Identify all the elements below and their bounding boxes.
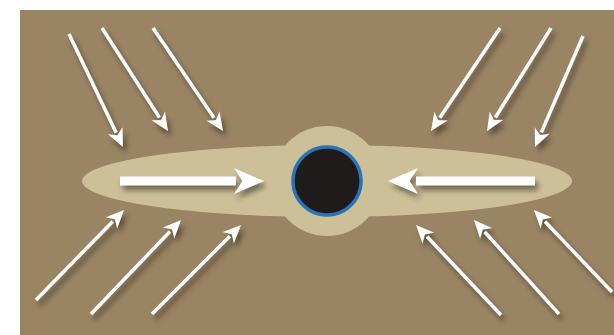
- central-black-hole: [293, 147, 361, 215]
